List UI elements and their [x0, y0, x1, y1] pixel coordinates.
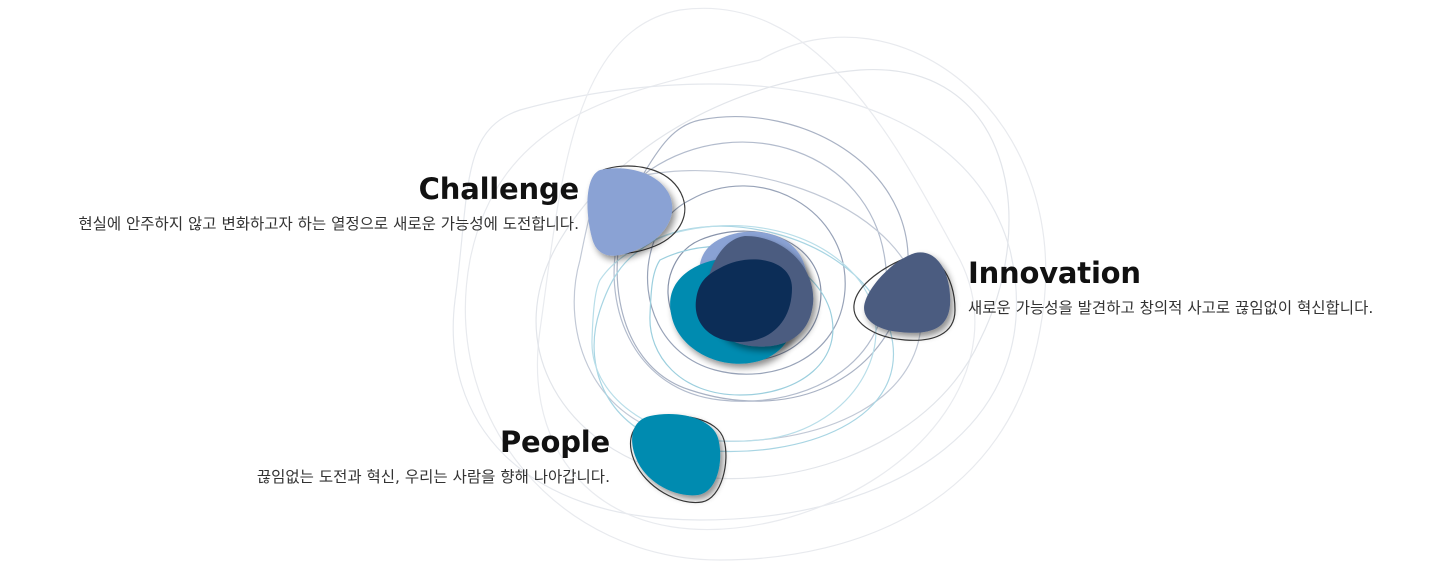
- challenge-shape-group: [587, 165, 686, 256]
- outer-swirl-lines: [452, 7, 1047, 561]
- people-outline: [630, 415, 727, 504]
- center-navy-shape: [695, 259, 792, 342]
- swirl-line: [591, 225, 877, 442]
- challenge-block: Challenge 현실에 안주하지 않고 변화하고자 하는 열정으로 새로운 …: [78, 172, 579, 234]
- innovation-title: Innovation: [968, 256, 1141, 290]
- innovation-outline: [853, 254, 956, 341]
- swirl-line: [573, 170, 922, 442]
- people-block: People 끊임없는 도전과 혁신, 우리는 사람을 향해 나아갑니다.: [257, 425, 610, 487]
- people-title: People: [499, 425, 610, 459]
- swirl-line: [646, 185, 846, 375]
- challenge-title: Challenge: [418, 172, 580, 206]
- people-shape: [632, 414, 721, 496]
- swirl-line: [464, 36, 1047, 561]
- center-cluster: [670, 231, 814, 364]
- challenge-description: 현실에 안주하지 않고 변화하고자 하는 열정으로 새로운 가능성에 도전합니다…: [78, 215, 579, 233]
- challenge-shape: [587, 168, 673, 256]
- people-shape-group: [630, 414, 727, 504]
- swirl-line: [452, 83, 1017, 521]
- innovation-description: 새로운 가능성을 발견하고 창의적 사고로 끊임없이 혁신합니다.: [968, 299, 1374, 317]
- swirl-line: [536, 7, 976, 531]
- innovation-shape: [864, 252, 951, 333]
- innovation-block: Innovation 새로운 가능성을 발견하고 창의적 사고로 끊임없이 혁신…: [968, 256, 1373, 318]
- people-description: 끊임없는 도전과 혁신, 우리는 사람을 향해 나아갑니다.: [256, 468, 610, 486]
- innovation-shape-group: [853, 252, 956, 341]
- swirl-line: [593, 225, 894, 453]
